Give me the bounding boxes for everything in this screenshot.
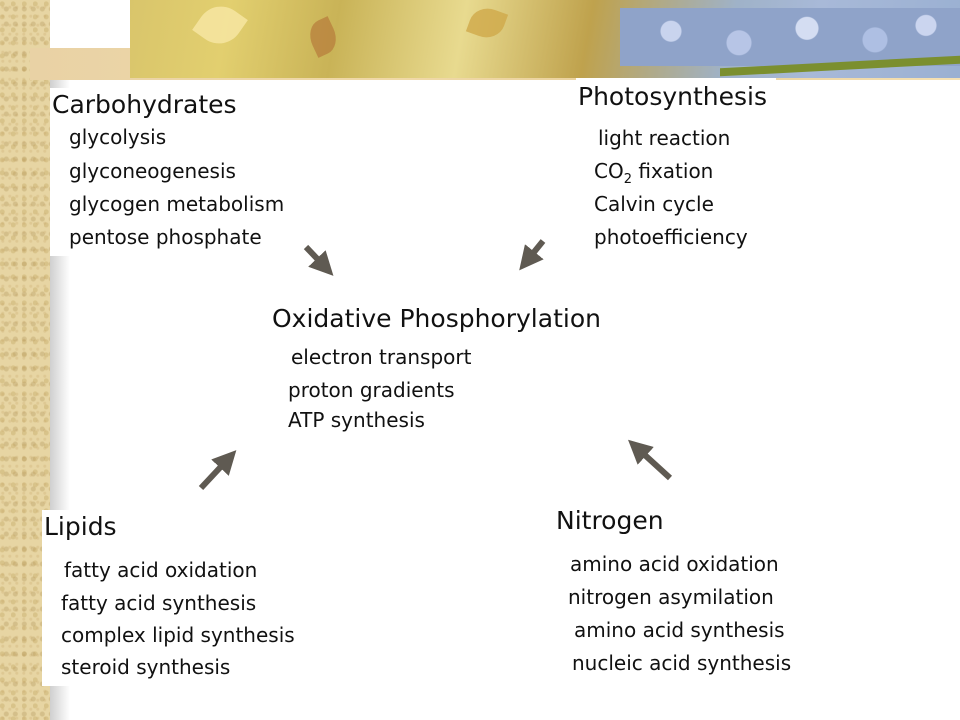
lipids-item: complex lipid synthesis [61,623,295,647]
left-texture-strip [0,0,50,720]
carbohydrates-box: Carbohydrates glycolysis glyconeogenesis… [50,88,316,256]
lipids-item: steroid synthesis [61,655,231,679]
photosynthesis-item-photoefficiency: photoefficiency [594,225,748,249]
arrow-lipids-to-center [198,450,237,491]
co2-subscript: 2 [623,172,632,187]
carbohydrates-item: glycolysis [69,125,167,149]
arrow-carbohydrates-to-center [303,244,334,276]
lipids-box: Lipids fatty acid oxidation fatty acid s… [42,510,332,686]
nitrogen-item: nucleic acid synthesis [572,651,792,675]
oxidative-phosphorylation-box: Oxidative Phosphorylation electron trans… [262,296,612,436]
center-item: ATP synthesis [288,408,425,432]
carbohydrates-item: pentose phosphate [69,225,262,249]
lipids-item: fatty acid oxidation [64,558,258,582]
photosynthesis-item-light-reaction: light reaction [598,126,731,150]
nitrogen-box: Nitrogen amino acid oxidation nitrogen a… [552,504,832,684]
photosynthesis-item-co2-fixation: CO2 fixation [594,155,713,188]
flower-decoration [620,8,960,66]
nitrogen-title: Nitrogen [556,506,664,535]
co2-text: CO [594,159,624,183]
arrow-photosynthesis-to-center [519,239,546,271]
fixation-text: fixation [632,159,714,183]
photosynthesis-title: Photosynthesis [578,82,768,111]
arrow-nitrogen-to-center [628,439,673,481]
photosynthesis-items-box: light reaction CO2 fixation Calvin cycle… [576,118,796,256]
center-item: electron transport [291,345,472,369]
carbohydrates-item: glycogen metabolism [69,192,285,216]
center-title: Oxidative Phosphorylation [272,304,601,333]
lipids-item: fatty acid synthesis [61,591,257,615]
nitrogen-item: amino acid oxidation [570,552,779,576]
nitrogen-item: amino acid synthesis [574,618,785,642]
center-item: proton gradients [288,378,455,402]
nitrogen-item: nitrogen asymilation [568,585,774,609]
lipids-title: Lipids [44,512,117,541]
photosynthesis-box: Photosynthesis [576,78,776,118]
carbohydrates-title: Carbohydrates [52,90,237,119]
photosynthesis-item-calvin-cycle: Calvin cycle [594,192,714,216]
carbohydrates-item: glyconeogenesis [69,159,236,183]
